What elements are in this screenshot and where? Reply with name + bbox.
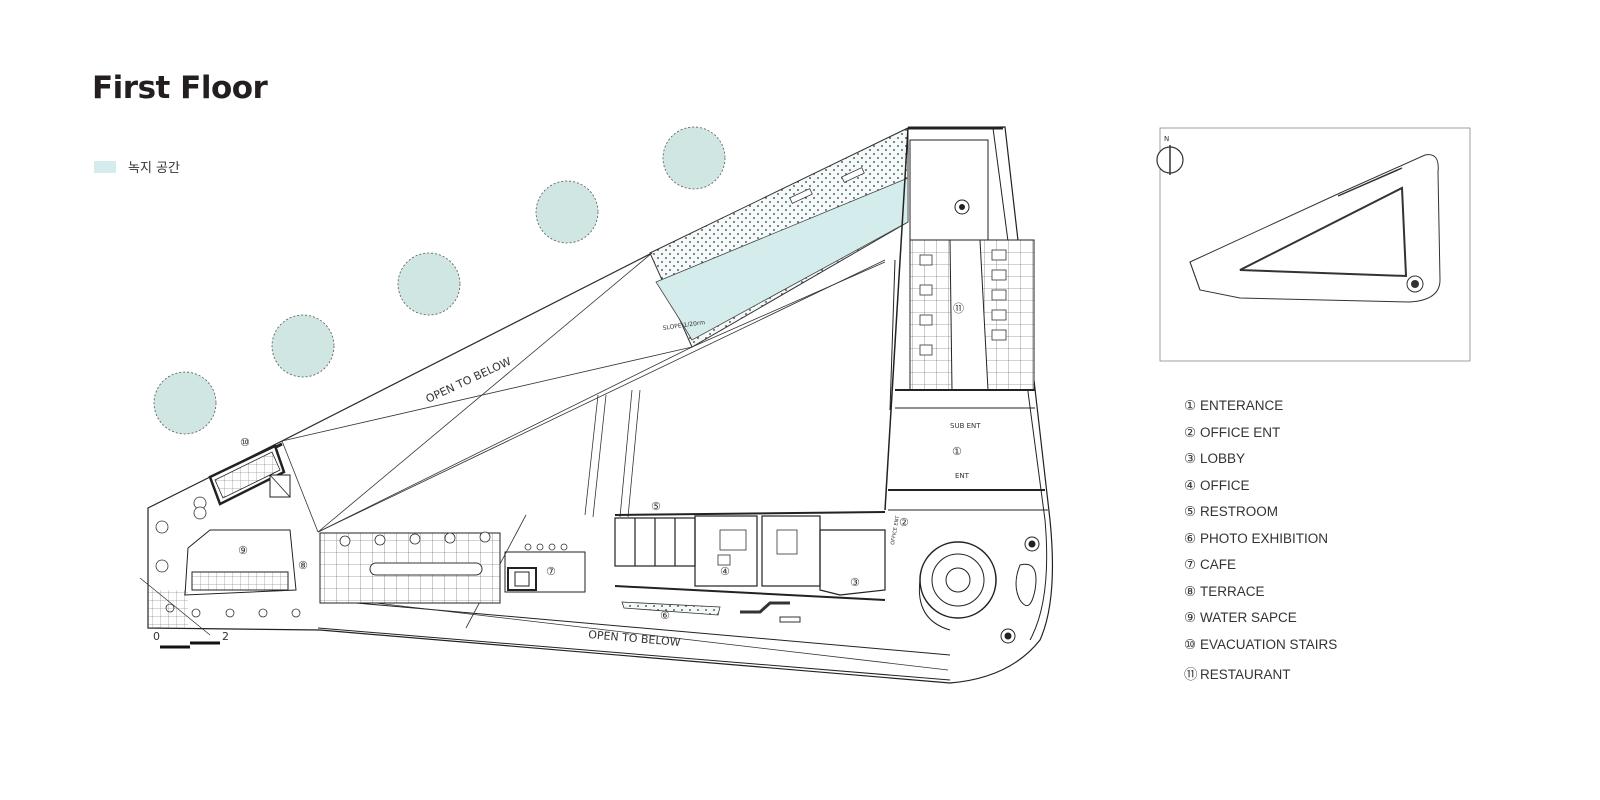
- sub-ent-label: SUB ENT: [950, 422, 981, 430]
- tree: [153, 371, 217, 435]
- terrace-long-table: [369, 562, 483, 576]
- benches: [789, 167, 865, 204]
- marker-photo-exhibition: ⑥: [660, 609, 670, 622]
- room-key-label: PHOTO EXHIBITION: [1200, 530, 1329, 546]
- service-core: [614, 511, 886, 601]
- lobby-fixtures: [1000, 536, 1040, 644]
- photo-exhibition-wall: [621, 601, 721, 616]
- scale-start-label: 0: [153, 630, 160, 643]
- evacuation-stairs: [208, 444, 291, 506]
- room-key-number: ⑦: [1184, 557, 1197, 572]
- marker-office: ④: [720, 565, 730, 578]
- room-key-number: ⑧: [1184, 583, 1197, 599]
- room-key-number: ⑨: [1184, 610, 1197, 625]
- tree: [271, 314, 335, 378]
- lobby-bench-2: [779, 616, 801, 623]
- room-key-number: ⑥: [1184, 530, 1197, 546]
- room-key-number: ②: [1184, 424, 1197, 440]
- marker-office-ent: ②: [899, 516, 909, 529]
- marker-restroom: ⑤: [651, 500, 661, 513]
- room-key-number: ⑩: [1184, 636, 1197, 652]
- restaurant-tables: [919, 249, 1007, 356]
- marker-evacuation-stairs: ⑩: [240, 436, 250, 449]
- room-key-label: EVACUATION STAIRS: [1200, 636, 1338, 652]
- room-key-label: RESTAURANT: [1200, 667, 1291, 682]
- room-key-label: WATER SAPCE: [1200, 610, 1297, 625]
- green-space-label: 녹지 공간: [128, 161, 180, 176]
- cafe-tables: [524, 543, 568, 551]
- key-plan: N: [1156, 127, 1471, 362]
- scale-end-label: 2: [222, 630, 229, 643]
- room-key-label: TERRACE: [1200, 583, 1265, 599]
- office-furniture: [717, 529, 798, 566]
- room-key-number: ⑪: [1184, 667, 1198, 682]
- open-to-below-label-2: OPEN TO BELOW: [588, 628, 682, 649]
- green-strip: [655, 177, 909, 341]
- tree: [535, 180, 599, 244]
- lobby-bench: [740, 601, 790, 614]
- room-key-number: ⑤: [1184, 504, 1197, 519]
- room-key-number: ③: [1184, 451, 1197, 466]
- marker-cafe: ⑦: [546, 565, 556, 578]
- room-key-label: CAFE: [1200, 557, 1237, 572]
- ent-label: ENT: [955, 472, 970, 480]
- west-deck: [148, 590, 188, 628]
- trees: [153, 126, 726, 435]
- marker-terrace: ⑧: [298, 559, 308, 572]
- north-label: N: [1164, 135, 1169, 143]
- scale-bar: 0 2: [153, 630, 229, 649]
- room-key-label: RESTROOM: [1200, 504, 1279, 519]
- office-ent-label: OFFICE ENT: [890, 514, 901, 545]
- tree: [397, 252, 461, 316]
- tree: [662, 126, 726, 190]
- room-key-label: LOBBY: [1200, 451, 1246, 466]
- marker-entrance: ①: [952, 445, 962, 458]
- room-key-number: ④: [1184, 477, 1197, 493]
- marker-restaurant: ⑪: [953, 302, 964, 315]
- restaurant-block: [884, 127, 1048, 511]
- cafe: [504, 551, 586, 593]
- green-space-swatch: [94, 160, 116, 173]
- room-key-label: OFFICE ENT: [1200, 424, 1281, 440]
- terrace-seats: [339, 531, 491, 547]
- page-title: First Floor: [92, 70, 268, 106]
- marker-water-space: ⑨: [238, 544, 248, 557]
- room-markers: ① ② ③ ④ ⑤ ⑥ ⑦ ⑧ ⑨ ⑩ ⑪: [238, 302, 964, 622]
- lobby-stair: [918, 541, 997, 631]
- room-key-label: OFFICE: [1200, 477, 1250, 493]
- water-space: [184, 529, 297, 596]
- room-key-number: ①: [1184, 398, 1197, 413]
- open-to-below-lines: [281, 252, 949, 671]
- room-key-label: ENTERANCE: [1200, 398, 1284, 413]
- marker-lobby: ③: [850, 576, 860, 589]
- green-space-legend: 녹지 공간: [94, 157, 180, 176]
